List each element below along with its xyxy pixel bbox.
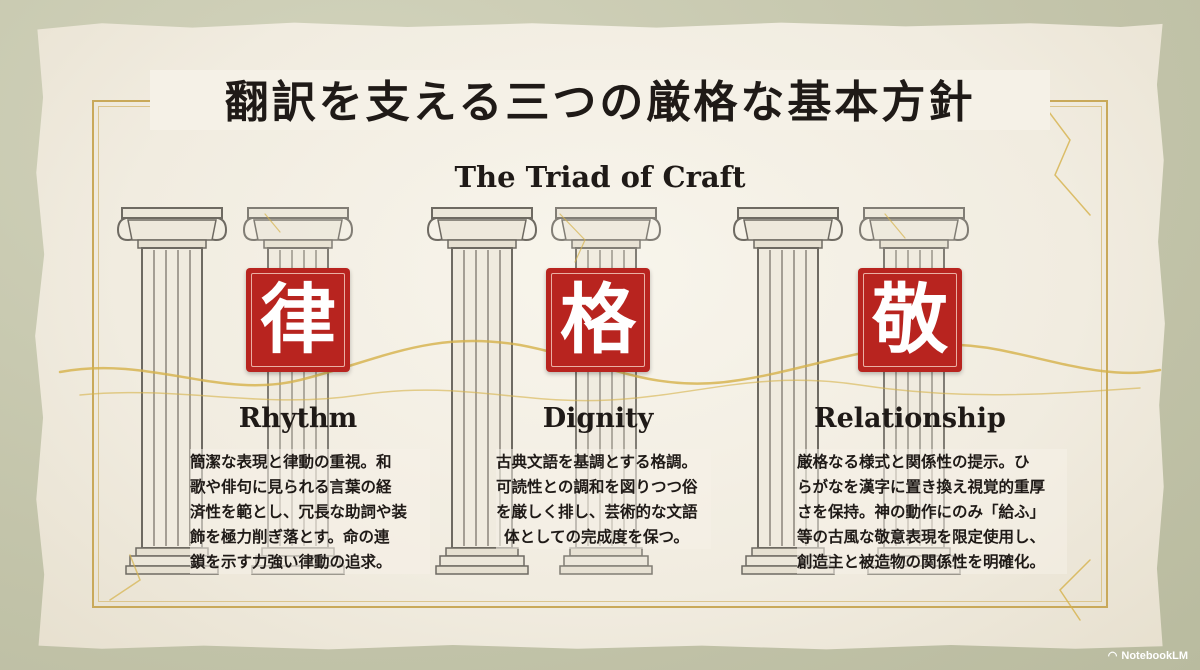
desc-line: らがなを漢字に置き換え視覚的重厚	[797, 477, 1046, 496]
desc-line: 創造主と被造物の関係性を明確化。	[797, 552, 1046, 571]
pillar-desc-rhythm: 簡潔な表現と律動の重視。和 歌や俳句に見られる言葉の経 済性を範とし、冗長な助詞…	[190, 449, 430, 574]
desc-line: 可読性との調和を図りつつ俗	[496, 477, 698, 496]
desc-line: を厳しく排し、芸術的な文語	[496, 502, 698, 521]
seal-border	[551, 273, 645, 367]
seal-dignity: 格	[546, 268, 650, 372]
title-backdrop	[150, 70, 1050, 130]
desc-line: 等の古風な敬意表現を限定使用し、	[797, 527, 1046, 546]
pillar-desc-dignity: 古典文語を基調とする格調。 可読性との調和を図りつつ俗 を厳しく排し、芸術的な文…	[496, 449, 711, 549]
pillar-name-relationship: Relationship	[814, 403, 1006, 434]
desc-line: 体としての完成度を保つ。	[504, 527, 689, 546]
seal-border	[251, 273, 345, 367]
notebooklm-icon: ◠	[1107, 650, 1118, 662]
desc-line: 厳格なる様式と関係性の提示。ひ	[797, 452, 1030, 471]
notebooklm-logo: ◠ NotebookLM	[1107, 649, 1188, 663]
pillar-desc-relationship: 厳格なる様式と関係性の提示。ひ らがなを漢字に置き換え視覚的重厚 さを保持。神の…	[797, 449, 1067, 574]
pillar-name-rhythm: Rhythm	[238, 403, 358, 434]
seal-kanji: 律	[260, 275, 336, 364]
logo-text: NotebookLM	[1121, 649, 1188, 662]
subtitle: The Triad of Craft	[454, 160, 746, 194]
desc-line: 済性を範とし、冗長な助詞や装	[190, 502, 408, 521]
pillar-name-dignity: Dignity	[542, 403, 654, 434]
desc-line: 歌や俳句に見られる言葉の経	[190, 477, 392, 496]
seal-relationship: 敬	[858, 268, 962, 372]
desc-line: 簡潔な表現と律動の重視。和	[190, 452, 392, 471]
desc-line: 鎖を示す力強い律動の追求。	[190, 552, 392, 571]
desc-line: 飾を極力削ぎ落とす。命の連	[190, 527, 390, 546]
desc-line: さを保持。神の動作にのみ「給ふ」	[797, 502, 1046, 521]
seal-rhythm: 律	[246, 268, 350, 372]
seal-border	[863, 273, 957, 367]
seal-kanji: 敬	[872, 275, 948, 364]
seal-kanji: 格	[560, 275, 636, 364]
page-title: 翻訳を支える三つの厳格な基本方針	[224, 77, 976, 128]
desc-line: 古典文語を基調とする格調。	[496, 452, 698, 471]
